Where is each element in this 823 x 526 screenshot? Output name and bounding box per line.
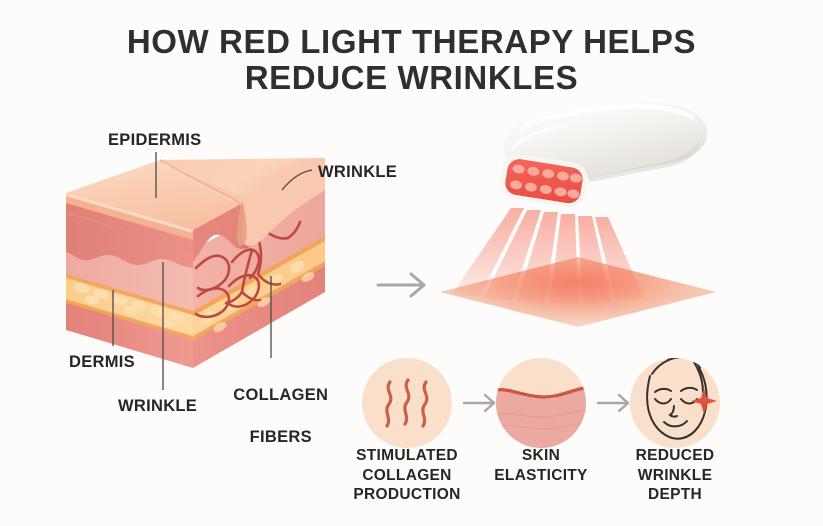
- light-beam-group: [440, 208, 716, 327]
- skin-label-leader-lines: [112, 152, 313, 390]
- label-collagen-fibers-line-1: COLLAGEN: [233, 386, 329, 404]
- step-caption-skin-elasticity: SKIN ELASTICITY: [471, 446, 611, 485]
- led-panel: [505, 159, 583, 204]
- skin-block-top-surface: [66, 157, 325, 247]
- collagen-fibers: [194, 220, 302, 319]
- page-title-line-2: REDUCE WRINKLES: [244, 59, 579, 96]
- step-arrow-1: [462, 393, 496, 413]
- caption-line: SKIN: [521, 447, 561, 464]
- leader-wrinkle-top: [281, 169, 313, 191]
- caption-line: DEPTH: [647, 486, 703, 503]
- label-epidermis: EPIDERMIS: [108, 131, 202, 149]
- device-head-bezel: [500, 154, 588, 208]
- skin-block-left-face: [65, 193, 194, 368]
- skin-block-diagram: [65, 157, 325, 368]
- skin-block-front-face: [193, 158, 325, 368]
- sparkle-icon: [691, 388, 717, 414]
- caption-line: WRINKLE: [637, 466, 713, 484]
- caption-line: STIMULATED: [356, 447, 458, 464]
- step-arrow-2: [596, 393, 630, 413]
- page-title-line-1: HOW RED LIGHT THERAPY HELPS: [126, 23, 697, 60]
- caption-line: COLLAGEN: [362, 466, 452, 484]
- collagen-waves-icon: [362, 358, 452, 448]
- light-beams: [452, 208, 644, 304]
- page-title: HOW RED LIGHT THERAPY HELPS REDUCE WRINK…: [0, 24, 823, 96]
- caption-line: PRODUCTION: [353, 486, 461, 503]
- label-collagen-fibers: COLLAGEN FIBERS: [207, 364, 335, 469]
- step-caption-stimulated-collagen-production: STIMULATED COLLAGEN PRODUCTION: [337, 446, 477, 505]
- skin-cross-section-icon: [496, 358, 586, 448]
- device-body: [503, 102, 708, 194]
- label-dermis: DERMIS: [69, 353, 135, 371]
- caption-line: ELASTICITY: [494, 466, 588, 484]
- label-wrinkle-top: WRINKLE: [318, 163, 398, 181]
- label-wrinkle-bottom: WRINKLE: [118, 397, 198, 415]
- red-light-therapy-device: [500, 102, 708, 208]
- step-caption-reduced-wrinkle-depth: REDUCED WRINKLE DEPTH: [605, 446, 745, 505]
- caption-line: REDUCED: [635, 447, 715, 464]
- smiling-face-icon: [630, 358, 720, 448]
- skin-to-device-arrow: [376, 272, 426, 298]
- led-dots: [510, 164, 582, 199]
- label-collagen-fibers-line-2: FIBERS: [249, 428, 312, 446]
